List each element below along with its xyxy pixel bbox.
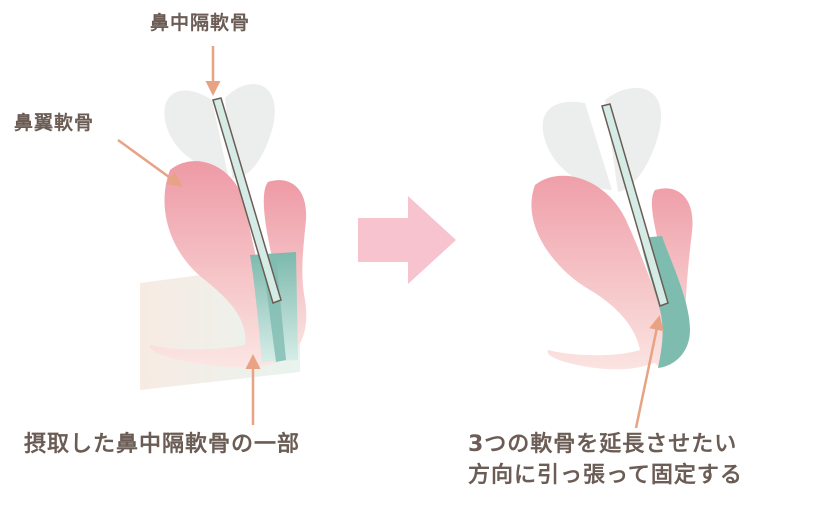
right-septal-rod bbox=[601, 103, 669, 307]
left-gray-lobe-left bbox=[164, 90, 228, 175]
label-harvested-septal: 摂取した鼻中隔軟骨の一部 bbox=[24, 432, 301, 457]
right-alar-cartilage-left bbox=[531, 175, 666, 370]
alar-arrow bbox=[117, 138, 183, 187]
left-diagram bbox=[117, 46, 307, 425]
result-arrow bbox=[634, 315, 664, 429]
left-septal-rod bbox=[212, 97, 282, 304]
label-septal-cartilage: 鼻中隔軟骨 bbox=[150, 12, 251, 34]
right-gray-lobe-left bbox=[542, 101, 612, 190]
label-alar-cartilage: 鼻翼軟骨 bbox=[14, 112, 95, 134]
transition-arrow bbox=[358, 196, 456, 284]
right-diagram bbox=[531, 87, 693, 429]
label-result-line2: 方向に引っ張って固定する bbox=[468, 463, 743, 488]
label-result-line1: 3つの軟骨を延長させたい bbox=[468, 432, 738, 457]
left-alar-cartilage-left bbox=[149, 161, 285, 368]
